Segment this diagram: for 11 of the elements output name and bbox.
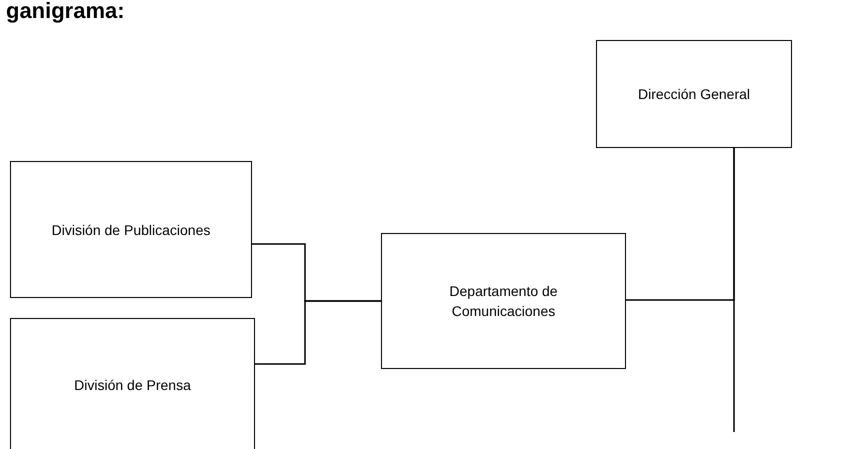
connector-line [255, 300, 381, 365]
connector-line [733, 148, 735, 432]
org-unit-box [10, 318, 255, 449]
org-unit-box [381, 233, 626, 369]
org-unit-box [596, 40, 792, 148]
unit-name: División de Publicaciones [52, 220, 210, 240]
unit-name: División de Prensa [74, 376, 191, 395]
unit-name: Dirección General [638, 85, 750, 104]
unit-name: Departamento de Comunicaciones [448, 282, 559, 321]
diagram-title: ganigrama: [6, 0, 125, 24]
org-unit-box [10, 161, 252, 298]
